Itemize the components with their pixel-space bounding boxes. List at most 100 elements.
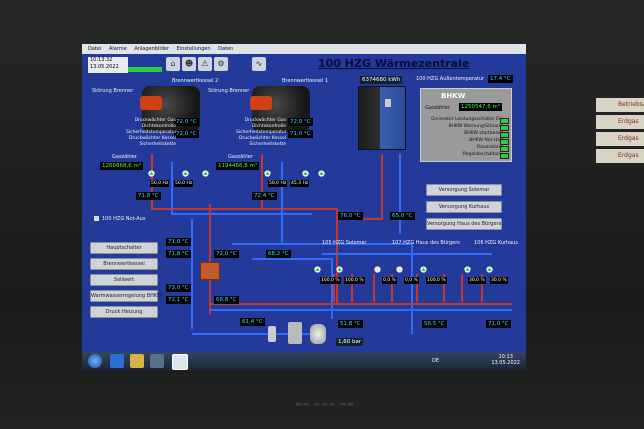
bhkw-status-led xyxy=(500,118,509,124)
versorgung-kurhaus-button[interactable]: Versorgung Kurhaus xyxy=(426,201,502,213)
datetime-box: 10:13:32 13.05.2022 xyxy=(88,57,128,73)
kessel1-status-label: Sicherheitstemperatur xyxy=(236,130,287,135)
temp-565: 56,5 °C xyxy=(422,320,447,328)
valve-kurhaus-2: 30,0 % xyxy=(490,277,508,284)
aussentemp-label: 100 HZG Außentemperatur xyxy=(416,76,485,82)
temp-710-right: 71,0 °C xyxy=(486,320,511,328)
settings-icon[interactable]: ⚙ xyxy=(214,57,228,71)
hauptschalter-button[interactable]: Hauptschalter xyxy=(90,242,158,254)
folder-icon[interactable] xyxy=(130,354,144,368)
brennwertkessel-button[interactable]: Brennwertkessel xyxy=(90,258,158,270)
kessel1-stoerung-label: Störung Brenner xyxy=(208,88,250,94)
kessel1-pump2-hz: 45,3 Hz xyxy=(290,180,310,187)
pump-icon[interactable] xyxy=(264,170,271,177)
circuit-solemar-label: 105 HZG Solemar xyxy=(322,240,367,246)
kessel1-ruecklauf: 71,0 °C xyxy=(288,130,313,138)
valve-buerger-3: 100,0 % xyxy=(426,277,447,284)
sollwert-button[interactable]: Sollwert xyxy=(90,274,158,286)
menu-daten[interactable]: Daten xyxy=(218,46,234,52)
menu-einstellungen[interactable]: Einstellungen xyxy=(176,46,211,52)
menu-anlagenbilder[interactable]: Anlagenbilder xyxy=(134,46,170,52)
bhkw-status-led xyxy=(500,153,509,159)
aussentemp-value: 17,4 °C xyxy=(488,75,513,83)
bhkw-status-row: Regelabschaltung xyxy=(462,152,503,157)
temp-682: 68,2 °C xyxy=(266,250,291,258)
kessel2-pump1-hz: 50,0 Hz xyxy=(150,180,170,187)
temp-730: 73,0 °C xyxy=(166,284,191,292)
home-icon[interactable]: ⌂ xyxy=(166,57,180,71)
browser-icon[interactable] xyxy=(110,354,124,368)
heat-exchanger xyxy=(200,262,220,280)
wall-label: Erdgas xyxy=(596,115,644,129)
chart-icon[interactable]: ∿ xyxy=(252,57,266,71)
valve-solemar-1: 100,0 % xyxy=(320,277,341,284)
wall-label: Erdgas xyxy=(596,149,644,163)
bhkw-panel: BHKW Gaszähler 1250547,6 m³ Generator Le… xyxy=(420,88,512,162)
pressure-unit xyxy=(288,322,302,344)
temp-721: 72,1 °C xyxy=(166,296,191,304)
kessel2-stoerung-label: Störung Brenner xyxy=(92,88,134,94)
pump-icon[interactable] xyxy=(420,266,427,273)
app-icon[interactable] xyxy=(150,354,164,368)
warning-icon[interactable]: ⚠ xyxy=(198,57,212,71)
kessel2-burner xyxy=(140,96,162,110)
menu-datei[interactable]: Datei xyxy=(88,46,102,52)
pump-icon[interactable] xyxy=(336,266,343,273)
temp-76: 76,0 °C xyxy=(338,212,363,220)
bhkw-gaszaehler: 1250547,6 m³ xyxy=(459,103,503,111)
notaus-checkbox[interactable] xyxy=(94,216,99,221)
scada-screen: Datei Alarme Anlagenbilder Einstellungen… xyxy=(82,44,526,370)
bhkw-status-led xyxy=(500,125,509,131)
bhkw-status-row: BHKW Warnung/Störung xyxy=(448,124,503,129)
druck-heizung-button[interactable]: Druck Heizung xyxy=(90,306,158,318)
pump-icon[interactable] xyxy=(182,170,189,177)
pump-icon[interactable] xyxy=(318,170,325,177)
bhkw-status-led xyxy=(500,132,509,138)
temp-718-left: 71,8 °C xyxy=(166,250,191,258)
kessel1-burner xyxy=(250,96,272,110)
taskbar-time: 10:13 xyxy=(498,354,513,360)
kessel2-status-list: Druckwächter Gas Dichtekontrolle Sicherh… xyxy=(126,118,177,148)
wall-label: Betriebsart xyxy=(596,98,644,112)
scada-app-icon[interactable] xyxy=(172,354,188,370)
bhkw-status-led xyxy=(500,146,509,152)
pump-icon[interactable] xyxy=(314,266,321,273)
pump-icon[interactable] xyxy=(486,266,493,273)
pump-icon[interactable] xyxy=(464,266,471,273)
kessel2-vorlauf: 72,0 °C xyxy=(174,118,199,126)
kessel2-gaszaehler-label: Gaszähler xyxy=(112,154,137,160)
warmwasserregelung-button[interactable]: Warmwasserregelung BHKW xyxy=(90,290,162,302)
pump-icon[interactable] xyxy=(148,170,155,177)
monitor-brand-text: ▬▬ ▬▬▬ ▬▬ xyxy=(295,400,355,408)
menu-alarme[interactable]: Alarme xyxy=(108,46,127,52)
start-button[interactable] xyxy=(88,354,102,368)
kessel2-pump2-hz: 50,0 Hz xyxy=(174,180,194,187)
user-icon[interactable]: ☻ xyxy=(182,57,196,71)
kessel2-ruecklauf: 72,0 °C xyxy=(174,130,199,138)
kessel1-status-label: Druckwächter Gas xyxy=(244,118,286,123)
page-title: 100 HZG Wärmezentrale xyxy=(318,57,470,70)
taskbar-clock[interactable]: 10:13 13.05.2022 xyxy=(491,354,520,366)
kessel1-pump1-hz: 50,0 Hz xyxy=(268,180,288,187)
progress-fill xyxy=(128,67,162,72)
valve-kurhaus-1: 30,0 % xyxy=(468,277,486,284)
versorgung-solemar-button[interactable]: Versorgung Solemar xyxy=(426,184,502,196)
temp-518: 51,8 °C xyxy=(338,320,363,328)
kessel1-gaszaehler-label: Gaszähler xyxy=(228,154,253,160)
keyboard-language[interactable]: DE xyxy=(432,358,440,364)
expansion-tank xyxy=(268,326,276,342)
wall-labels: Betriebsart Erdgas Erdgas Erdgas xyxy=(596,98,644,166)
header-date: 13.05.2022 xyxy=(90,64,119,70)
temp-688: 68,8 °C xyxy=(214,296,239,304)
pump-icon[interactable] xyxy=(302,170,309,177)
pump-icon[interactable] xyxy=(396,266,403,273)
kessel1-gaszaehler: 1194466,8 m³ xyxy=(216,162,260,170)
kessel2-title: Brennwertkessel 2 xyxy=(172,78,219,84)
pump-icon[interactable] xyxy=(374,266,381,273)
bhkw-gaszaehler-label: Gaszähler xyxy=(425,105,450,111)
pressure-vessel xyxy=(310,324,326,344)
kessel1-status-label: Dichtekontrolle xyxy=(251,124,286,129)
versorgung-buerger-button[interactable]: Versorgung Haus des Bürgers xyxy=(426,218,502,230)
pump-icon[interactable] xyxy=(202,170,209,177)
kessel2-status-label: Sicherheitstemperatur xyxy=(126,130,177,135)
